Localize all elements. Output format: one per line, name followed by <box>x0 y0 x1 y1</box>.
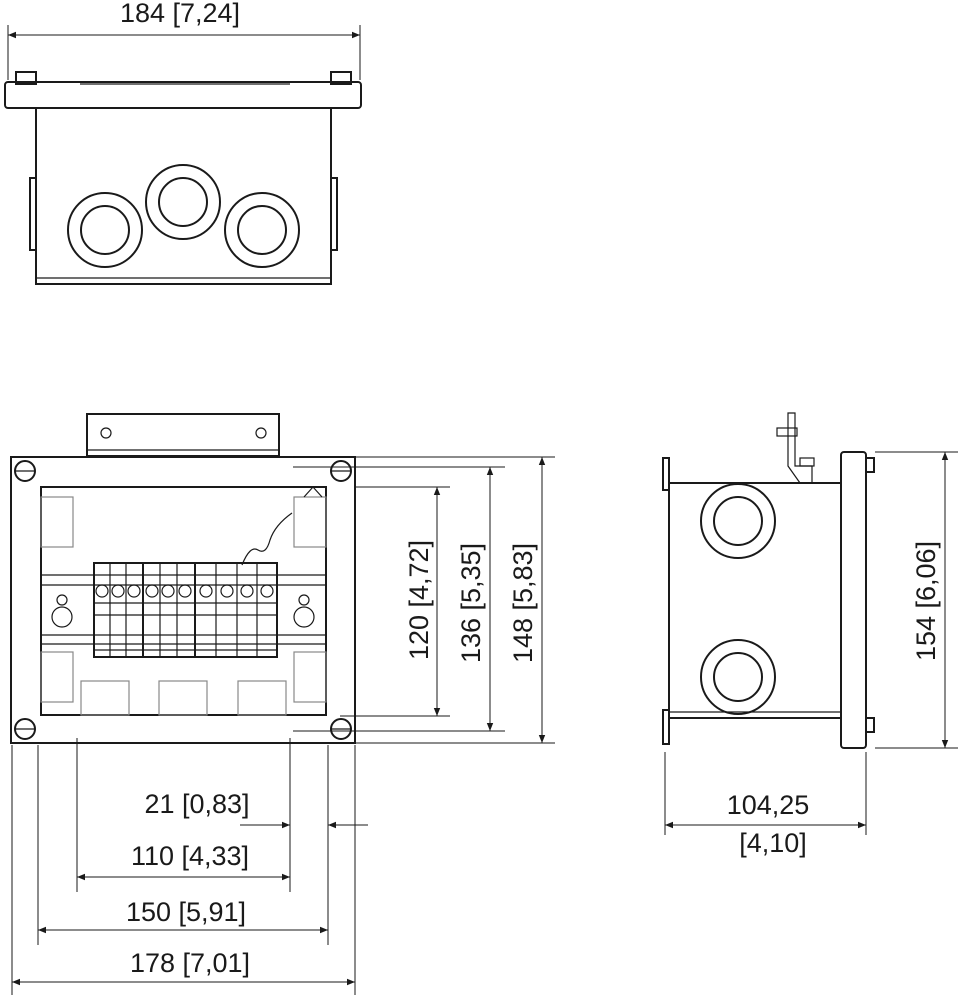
dimension-label-136: 136 [5,35] <box>456 543 486 663</box>
side-view: 154 [6,06] 104,25 [4,10] <box>662 412 958 858</box>
dimension-label-120: 120 [4,72] <box>404 540 434 660</box>
screw-head <box>330 71 352 85</box>
box-side <box>668 482 842 719</box>
enclosure-frame <box>10 456 356 744</box>
keyhole-mount <box>51 594 73 628</box>
ground-wire <box>241 512 293 566</box>
mounting-bracket-side <box>787 412 813 484</box>
dimension-label-110: 110 [4,33] <box>131 841 249 871</box>
cable-gland <box>224 192 300 268</box>
dimension-label-184: 184 [7,24] <box>120 0 240 28</box>
lid-flange <box>4 81 362 109</box>
cable-gland <box>700 483 776 559</box>
dimension-label-150: 150 [5,91] <box>126 897 246 927</box>
cable-gland <box>145 164 221 240</box>
dimension-label-148: 148 [5,83] <box>508 543 538 663</box>
front-view: 120 [4,72] 136 [5,35] 148 [5,83] 21 [0,8… <box>10 413 555 995</box>
lid-side <box>840 451 867 749</box>
dimension-label-104: 104,25 <box>727 790 810 820</box>
dimension-label-154: 154 [6,06] <box>911 541 941 661</box>
keyhole-mount <box>293 594 315 628</box>
ground-symbol <box>303 486 323 498</box>
top-view: 184 [7,24] <box>4 0 362 285</box>
terminal-blocks <box>93 562 278 658</box>
dimension-label-178: 178 [7,01] <box>130 948 250 978</box>
corner-screw <box>14 460 36 482</box>
dimension-label-104-inch: [4,10] <box>739 828 807 858</box>
dimension-label-21: 21 [0,83] <box>144 789 249 819</box>
corner-screw <box>330 460 352 482</box>
corner-screw <box>14 718 36 740</box>
screw-head <box>15 71 37 85</box>
cable-gland <box>700 639 776 715</box>
corner-screw <box>330 718 352 740</box>
cable-gland <box>67 192 143 268</box>
